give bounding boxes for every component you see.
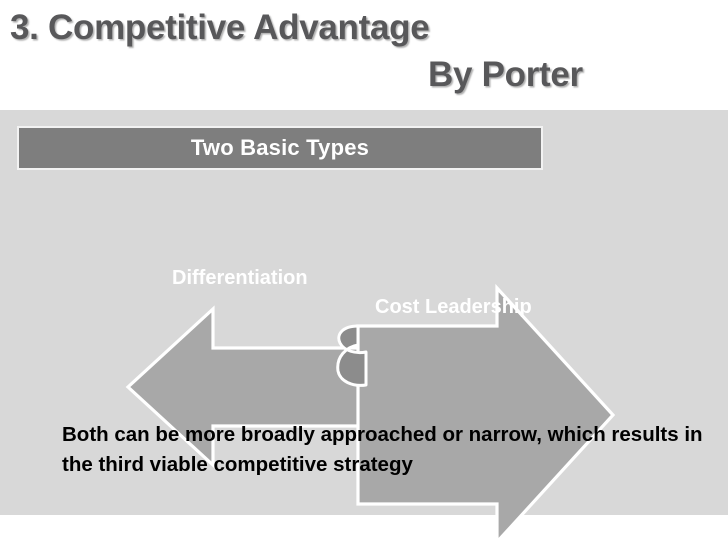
bottom-note-text: Both can be more broadly approached or n… xyxy=(62,423,703,476)
right-arrow-label: Cost Leadership xyxy=(375,296,532,318)
banner-label: Two Basic Types xyxy=(190,135,370,160)
page-title-line-1: 3. Competitive Advantage xyxy=(10,8,430,47)
two-basic-types-banner: Two Basic Types xyxy=(17,126,543,170)
two-direction-arrow-diagram xyxy=(125,283,616,546)
page-title-line-2: By Porter xyxy=(428,55,583,94)
page-curl-icon xyxy=(336,324,368,387)
slide-content-area: Two Basic Types Differentiation Cost Lea… xyxy=(0,110,728,546)
arrow-right-icon xyxy=(356,283,616,546)
slide-title-area: 3. Competitive Advantage By Porter xyxy=(0,0,728,110)
left-arrow-label: Differentiation xyxy=(172,267,308,289)
